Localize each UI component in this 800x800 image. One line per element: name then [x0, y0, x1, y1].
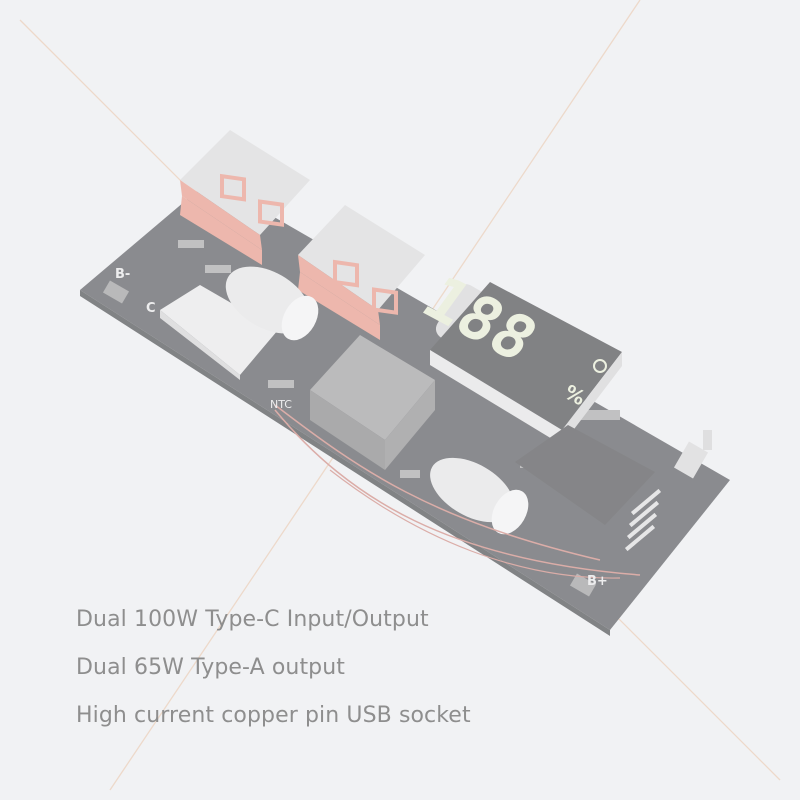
- label-ntc: NTC: [270, 398, 292, 411]
- label-b-minus: B-: [115, 267, 130, 282]
- push-button: [673, 430, 712, 479]
- label-c: C: [146, 301, 156, 316]
- pad: [102, 280, 130, 304]
- feature-type-a: Dual 65W Type-A output: [76, 655, 346, 680]
- usb-a-socket-2: [298, 205, 425, 340]
- inductor: [310, 335, 435, 470]
- capacitor-2: [430, 457, 529, 535]
- capacitor-1: [225, 266, 319, 341]
- lightning-icon: [593, 359, 607, 373]
- feature-type-c: Dual 100W Type-C Input/Output: [76, 607, 429, 632]
- battery-connector: [160, 285, 278, 380]
- controller-chip: [515, 425, 662, 552]
- ntc-wires: [274, 404, 641, 579]
- usb-a-socket-1: [180, 130, 310, 265]
- pin-row: [624, 488, 662, 552]
- label-b-plus: B+: [587, 574, 608, 589]
- feature-usb-socket: High current copper pin USB socket: [76, 703, 471, 728]
- pad: [569, 573, 597, 597]
- feature-list: Dual 100W Type-C Input/Output Dual 65W T…: [76, 600, 471, 744]
